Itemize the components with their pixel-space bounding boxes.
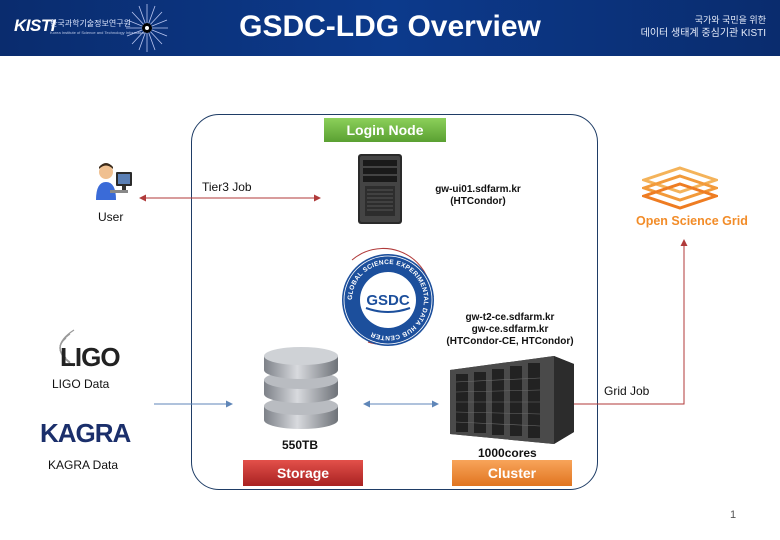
slogan-line-1: 국가와 국민을 위한: [694, 15, 766, 25]
kagra-data-label: KAGRA Data: [48, 458, 119, 472]
slogan-line-2: 데이터 생태계 중심기관 KISTI: [640, 28, 766, 39]
grid-job-arrow: [572, 239, 688, 405]
kagra-logo: KAGRA: [40, 418, 131, 448]
cluster-capacity: 1000cores: [478, 446, 537, 460]
server-tower-icon: [358, 154, 402, 224]
kisti-logo-text: KISTI: [14, 16, 55, 35]
slogan: 국가와 국민을 위한 데이터 생태계 중심기관 KISTI: [641, 14, 766, 40]
ce-host-info: gw-t2-ce.sdfarm.kr gw-ce.sdfarm.kr (HTCo…: [440, 312, 580, 348]
ligo-waves-icon: [59, 329, 75, 367]
gsdc-seal: GLOBAL SCIENCE EXPERIMENTAL DATA HUB CEN…: [342, 254, 434, 346]
grid-job-label: Grid Job: [604, 384, 650, 398]
login-node-label: Login Node: [324, 118, 446, 142]
ligo-logo: LIGO: [60, 342, 121, 372]
server-rack-icon: [450, 356, 574, 444]
gsdc-frame: [191, 114, 598, 490]
kisti-logo-subtitle: Korea Institute of Science and Technolog…: [50, 30, 146, 35]
user-at-computer-icon: [96, 163, 132, 200]
database-icon: [264, 347, 338, 429]
cluster-label: Cluster: [452, 460, 572, 486]
page-number: 1: [730, 509, 737, 521]
user-label: User: [98, 210, 124, 224]
login-node-host: gw-ui01.sdfarm.kr (HTCondor): [432, 184, 524, 208]
osg-logo-icon: [642, 166, 718, 210]
kisti-logo: KISTI 한국과학기술정보연구원 Korea Institute of Sci…: [14, 14, 146, 42]
page-title: GSDC-LDG Overview: [239, 10, 541, 43]
ce-host-1: gw-t2-ce.sdfarm.kr: [465, 312, 555, 323]
login-host-name: gw-ui01.sdfarm.kr: [435, 184, 521, 195]
kisti-logo-name: 한국과학기술정보연구원: [50, 19, 131, 28]
ligo-data-label: LIGO Data: [52, 377, 110, 391]
header-bar: KISTI 한국과학기술정보연구원 Korea Institute of Sci…: [0, 0, 780, 56]
starburst-icon: [126, 4, 168, 52]
gsdc-seal-text: GSDC: [366, 292, 410, 309]
osg-label: Open Science Grid: [636, 214, 748, 228]
login-host-software: (HTCondor): [450, 196, 506, 207]
tier3-job-label: Tier3 Job: [202, 180, 252, 194]
ce-host-software: (HTCondor-CE, HTCondor): [446, 336, 574, 347]
storage-capacity: 550TB: [282, 438, 319, 452]
storage-label: Storage: [243, 460, 363, 486]
ce-host-2: gw-ce.sdfarm.kr: [471, 324, 549, 335]
